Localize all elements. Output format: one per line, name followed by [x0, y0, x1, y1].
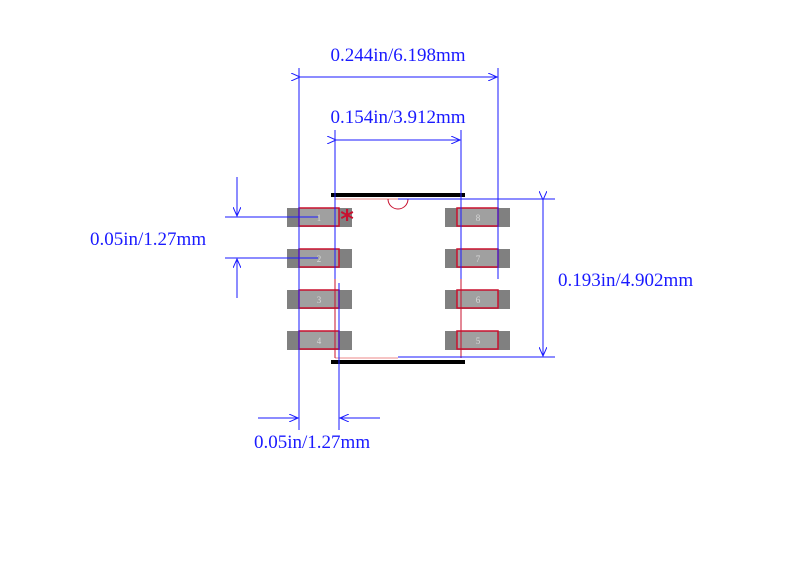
- svg-text:1: 1: [317, 213, 322, 223]
- pad-3: 3: [287, 289, 352, 309]
- pin1-marker: *: [340, 205, 354, 235]
- svg-text:5: 5: [476, 336, 481, 346]
- svg-text:7: 7: [476, 254, 481, 264]
- pad-4: 4: [287, 330, 352, 350]
- svg-text:3: 3: [317, 295, 322, 305]
- pitch-vertical-label: 0.05in/1.27mm: [90, 229, 206, 250]
- pad-7: 7: [445, 248, 510, 268]
- body-outline: [334, 198, 462, 359]
- svg-text:4: 4: [317, 336, 322, 346]
- pitch-horizontal-label: 0.05in/1.27mm: [254, 432, 370, 453]
- body-width-label: 0.154in/3.912mm: [330, 107, 465, 128]
- pad-8: 8: [445, 207, 510, 227]
- silkscreen-bottom: [331, 360, 465, 364]
- pad-2: 2: [287, 248, 352, 268]
- svg-text:8: 8: [476, 213, 481, 223]
- svg-text:6: 6: [476, 295, 481, 305]
- pin1-notch: [387, 198, 409, 210]
- overall-width-label: 0.244in/6.198mm: [330, 45, 465, 66]
- pad-5: 5: [445, 330, 510, 350]
- pads: 1 2 3 4 8 7 6 5: [287, 207, 510, 350]
- body-length-label: 0.193in/4.902mm: [558, 270, 693, 291]
- pad-1: 1: [287, 207, 352, 227]
- pad-6: 6: [445, 289, 510, 309]
- svg-text:2: 2: [317, 254, 322, 264]
- silkscreen-top: [331, 193, 465, 197]
- dimension-lines: [225, 68, 555, 430]
